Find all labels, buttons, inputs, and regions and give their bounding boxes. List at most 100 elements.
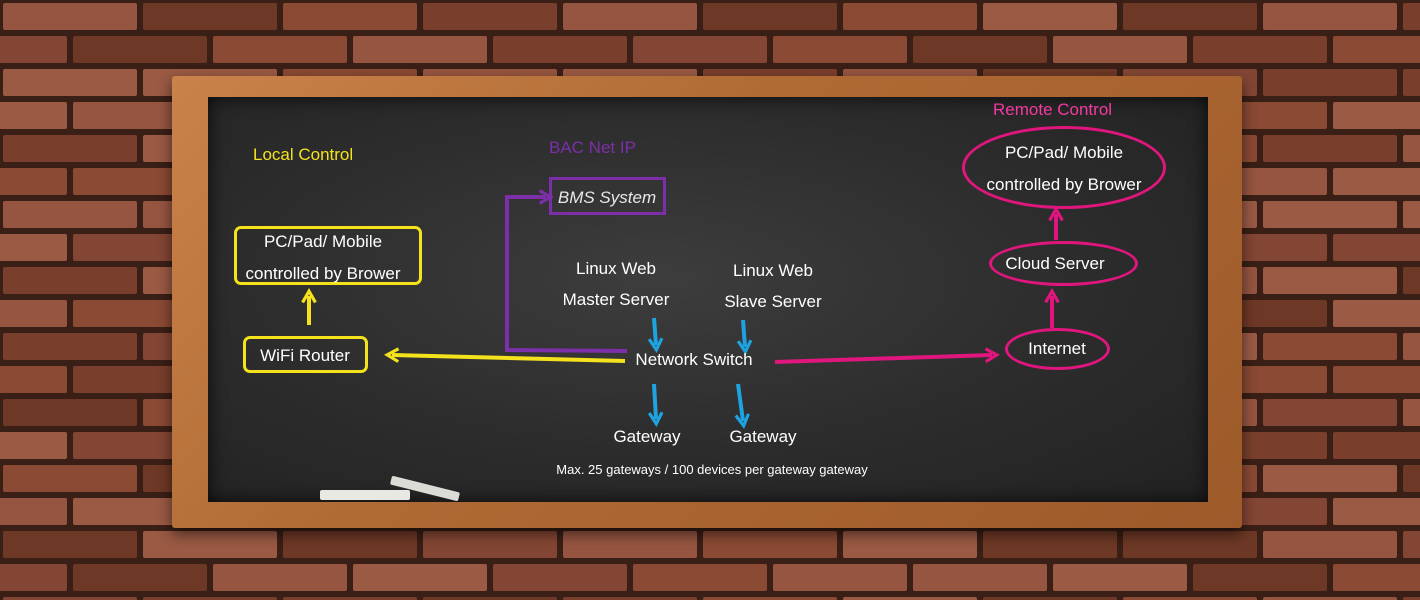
slave-server-line2: Slave Server [724, 292, 822, 311]
remote-control-title: Remote Control [993, 100, 1113, 119]
brick [423, 597, 557, 600]
brick [0, 168, 67, 195]
internet-ellipse [1005, 328, 1110, 370]
brick [1333, 36, 1420, 63]
brick [1193, 564, 1327, 591]
brick [3, 69, 137, 96]
brick [1333, 366, 1420, 393]
brick [983, 531, 1117, 558]
brick [1403, 135, 1420, 162]
brick [633, 36, 767, 63]
brick [143, 531, 277, 558]
brick [493, 36, 627, 63]
brick [633, 564, 767, 591]
brick [1053, 36, 1187, 63]
brick [3, 135, 137, 162]
brick [563, 531, 697, 558]
brick [0, 36, 67, 63]
capacity-note: Max. 25 gateways / 100 devices per gatew… [556, 462, 868, 477]
brick [1263, 399, 1397, 426]
brick [1263, 597, 1397, 600]
brick [143, 3, 277, 30]
chalk-piece [320, 490, 410, 500]
brick [1263, 465, 1397, 492]
brick [1123, 531, 1257, 558]
brick [0, 300, 67, 327]
brick [0, 432, 67, 459]
brick [1403, 597, 1420, 600]
brick [283, 3, 417, 30]
wifi-router-label: WiFi Router [260, 346, 350, 365]
brick [1263, 69, 1397, 96]
brick [983, 3, 1117, 30]
cloud-server-ellipse [989, 241, 1138, 286]
brick [0, 102, 67, 129]
brick [913, 36, 1047, 63]
brick [1263, 3, 1397, 30]
brick [353, 564, 487, 591]
brick [1333, 102, 1420, 129]
arrow-switch-to-internet [774, 347, 1001, 364]
arrow-master-to-switch [647, 317, 664, 354]
brick [283, 597, 417, 600]
brick [353, 36, 487, 63]
brick [703, 3, 837, 30]
brick [1333, 564, 1420, 591]
brick [1403, 69, 1420, 96]
brick [1403, 267, 1420, 294]
arrow-switch-to-gateway-2 [734, 383, 750, 429]
master-server-line1: Linux Web [575, 259, 657, 278]
brick [0, 498, 67, 525]
brick [843, 597, 977, 600]
arrow-switch-to-gateway-1 [647, 383, 664, 428]
brick [73, 36, 207, 63]
brick [3, 399, 137, 426]
brick [3, 465, 137, 492]
brick [3, 531, 137, 558]
bms-system-label: BMS System [557, 188, 657, 207]
remote-client-line2: controlled by Brower [986, 175, 1142, 194]
brick [3, 597, 137, 600]
brick [983, 597, 1117, 600]
brick [1333, 168, 1420, 195]
internet-label: Internet [1028, 339, 1086, 358]
brick [563, 3, 697, 30]
brick [3, 267, 137, 294]
brick [563, 597, 697, 600]
brick [1403, 201, 1420, 228]
brick [283, 531, 417, 558]
brick [1263, 135, 1397, 162]
arrow-switch-to-router [383, 347, 626, 363]
brick [1053, 564, 1187, 591]
brick [1403, 399, 1420, 426]
local-client-box [234, 226, 422, 285]
arrow-switch-to-bms [505, 189, 628, 353]
brick [1403, 531, 1420, 558]
brick [0, 366, 67, 393]
brick [913, 564, 1047, 591]
brick [143, 597, 277, 600]
arrow-slave-to-switch [736, 319, 753, 356]
bacnet-title: BAC Net IP [549, 138, 636, 157]
brick [1263, 333, 1397, 360]
brick [0, 564, 67, 591]
brick [843, 3, 977, 30]
brick [1123, 3, 1257, 30]
brick [423, 531, 557, 558]
brick [1403, 465, 1420, 492]
remote-client-ellipse [962, 126, 1166, 209]
brick [1333, 300, 1420, 327]
brick [1333, 432, 1420, 459]
brick [773, 564, 907, 591]
brick [3, 333, 137, 360]
cloud-server-label: Cloud Server [1005, 254, 1105, 273]
brick [843, 531, 977, 558]
local-client-line2: controlled by Brower [245, 264, 401, 283]
brick [1193, 36, 1327, 63]
brick [213, 36, 347, 63]
brick [423, 3, 557, 30]
brick [0, 234, 67, 261]
bms-system-box [549, 177, 666, 215]
brick [1263, 531, 1397, 558]
